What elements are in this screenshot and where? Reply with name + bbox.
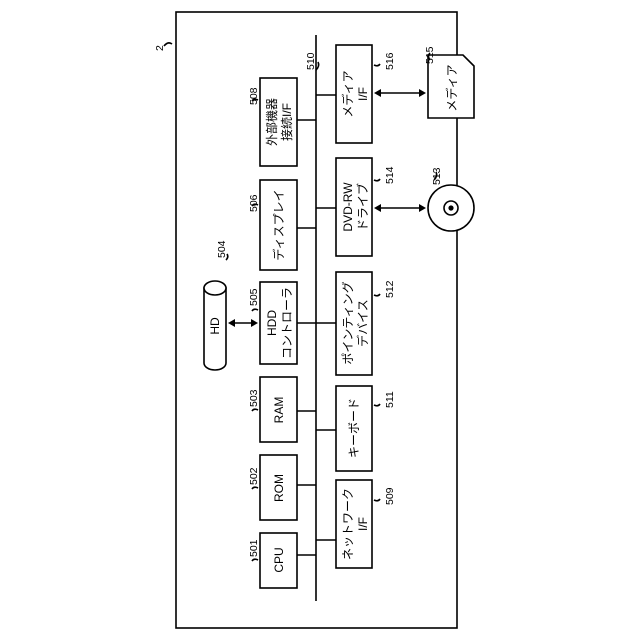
svg-text:511: 511	[384, 391, 396, 408]
mediaif-media-link	[374, 89, 426, 97]
svg-text:ROM: ROM	[272, 474, 286, 502]
svg-text:ディスプレイ: ディスプレイ	[271, 189, 286, 260]
svg-text:516: 516	[384, 52, 396, 70]
ram-block: RAM 503	[248, 377, 297, 442]
bus-ref: 510	[305, 52, 319, 70]
rom-block: ROM 502	[248, 455, 297, 520]
hd-cylinder: HD 504	[204, 240, 228, 370]
svg-text:RAM: RAM	[272, 397, 286, 424]
svg-text:514: 514	[384, 166, 396, 184]
media-card: メディア 515	[424, 46, 474, 118]
svg-text:502: 502	[248, 467, 260, 485]
svg-text:512: 512	[384, 280, 396, 298]
svg-text:外部機器: 外部機器	[264, 98, 279, 146]
disc-icon: 513	[428, 167, 474, 231]
svg-text:2: 2	[154, 45, 166, 51]
svg-text:505: 505	[248, 288, 260, 306]
svg-text:513: 513	[431, 167, 443, 185]
svg-text:509: 509	[384, 487, 396, 505]
device-ref: 2	[154, 43, 172, 51]
svg-text:デバイス: デバイス	[355, 299, 370, 347]
svg-text:504: 504	[216, 240, 228, 258]
svg-text:510: 510	[305, 52, 317, 70]
svg-text:506: 506	[248, 194, 260, 212]
svg-text:I/F: I/F	[356, 517, 370, 531]
svg-text:HD: HD	[208, 317, 222, 335]
media-if-block: メディア I/F 516	[336, 45, 396, 143]
svg-text:CPU: CPU	[272, 547, 286, 572]
svg-text:508: 508	[248, 87, 260, 105]
svg-text:メディア: メディア	[444, 64, 459, 111]
dvd-drive-block: DVD-RW ドライブ 514	[336, 158, 396, 256]
display-block: ディスプレイ 506	[248, 180, 297, 270]
svg-text:ネットワーク: ネットワーク	[341, 488, 355, 560]
svg-text:503: 503	[248, 389, 260, 407]
svg-text:501: 501	[248, 539, 260, 557]
svg-text:I/F: I/F	[356, 87, 370, 101]
pointing-device-block: ポインティング デバイス 512	[336, 272, 396, 375]
network-if-block: ネットワーク I/F 509	[336, 480, 396, 568]
svg-text:キーボード: キーボード	[347, 398, 361, 458]
svg-text:DVD-RW: DVD-RW	[341, 182, 355, 232]
svg-text:メディア: メディア	[340, 70, 355, 117]
svg-text:接続I/F: 接続I/F	[279, 103, 294, 141]
svg-text:HDD: HDD	[265, 310, 279, 336]
cpu-block: CPU 501	[248, 533, 297, 588]
keyboard-block: キーボード 511	[336, 386, 396, 471]
external-device-if-block: 外部機器 接続I/F 508	[248, 78, 297, 166]
hd-hddc-link	[228, 319, 258, 327]
svg-text:ポインティング: ポインティング	[341, 281, 355, 364]
svg-text:コントローラ: コントローラ	[280, 287, 294, 359]
dvd-disc-link	[374, 204, 426, 212]
svg-text:ドライブ: ドライブ	[355, 183, 370, 231]
svg-text:515: 515	[424, 46, 436, 64]
